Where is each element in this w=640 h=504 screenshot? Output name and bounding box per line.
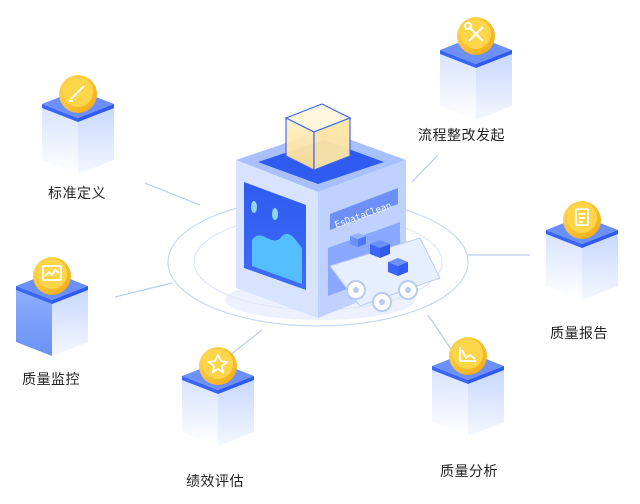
node-process bbox=[440, 17, 512, 120]
pencil-icon bbox=[69, 85, 85, 102]
connector-lines bbox=[114, 154, 530, 368]
node-standard bbox=[42, 75, 114, 174]
node-label-monitor: 质量监控 bbox=[22, 372, 80, 388]
node-label-analysis: 质量分析 bbox=[440, 464, 498, 480]
node-report bbox=[546, 201, 618, 300]
line-chart-icon bbox=[459, 347, 476, 362]
node-label-report: 质量报告 bbox=[550, 326, 608, 342]
node-label-standard: 标准定义 bbox=[48, 186, 106, 202]
tools-icon bbox=[464, 22, 484, 42]
node-label-process: 流程整改发起 bbox=[418, 128, 505, 144]
node-evaluation bbox=[182, 347, 254, 446]
node-analysis bbox=[432, 337, 504, 436]
monitor-chart-icon bbox=[42, 265, 62, 281]
node-monitor bbox=[16, 257, 88, 356]
star-icon bbox=[206, 352, 230, 374]
document-icon bbox=[575, 208, 589, 226]
node-label-evaluation: 绩效评估 bbox=[186, 474, 244, 490]
data-clean-machine bbox=[225, 103, 441, 320]
